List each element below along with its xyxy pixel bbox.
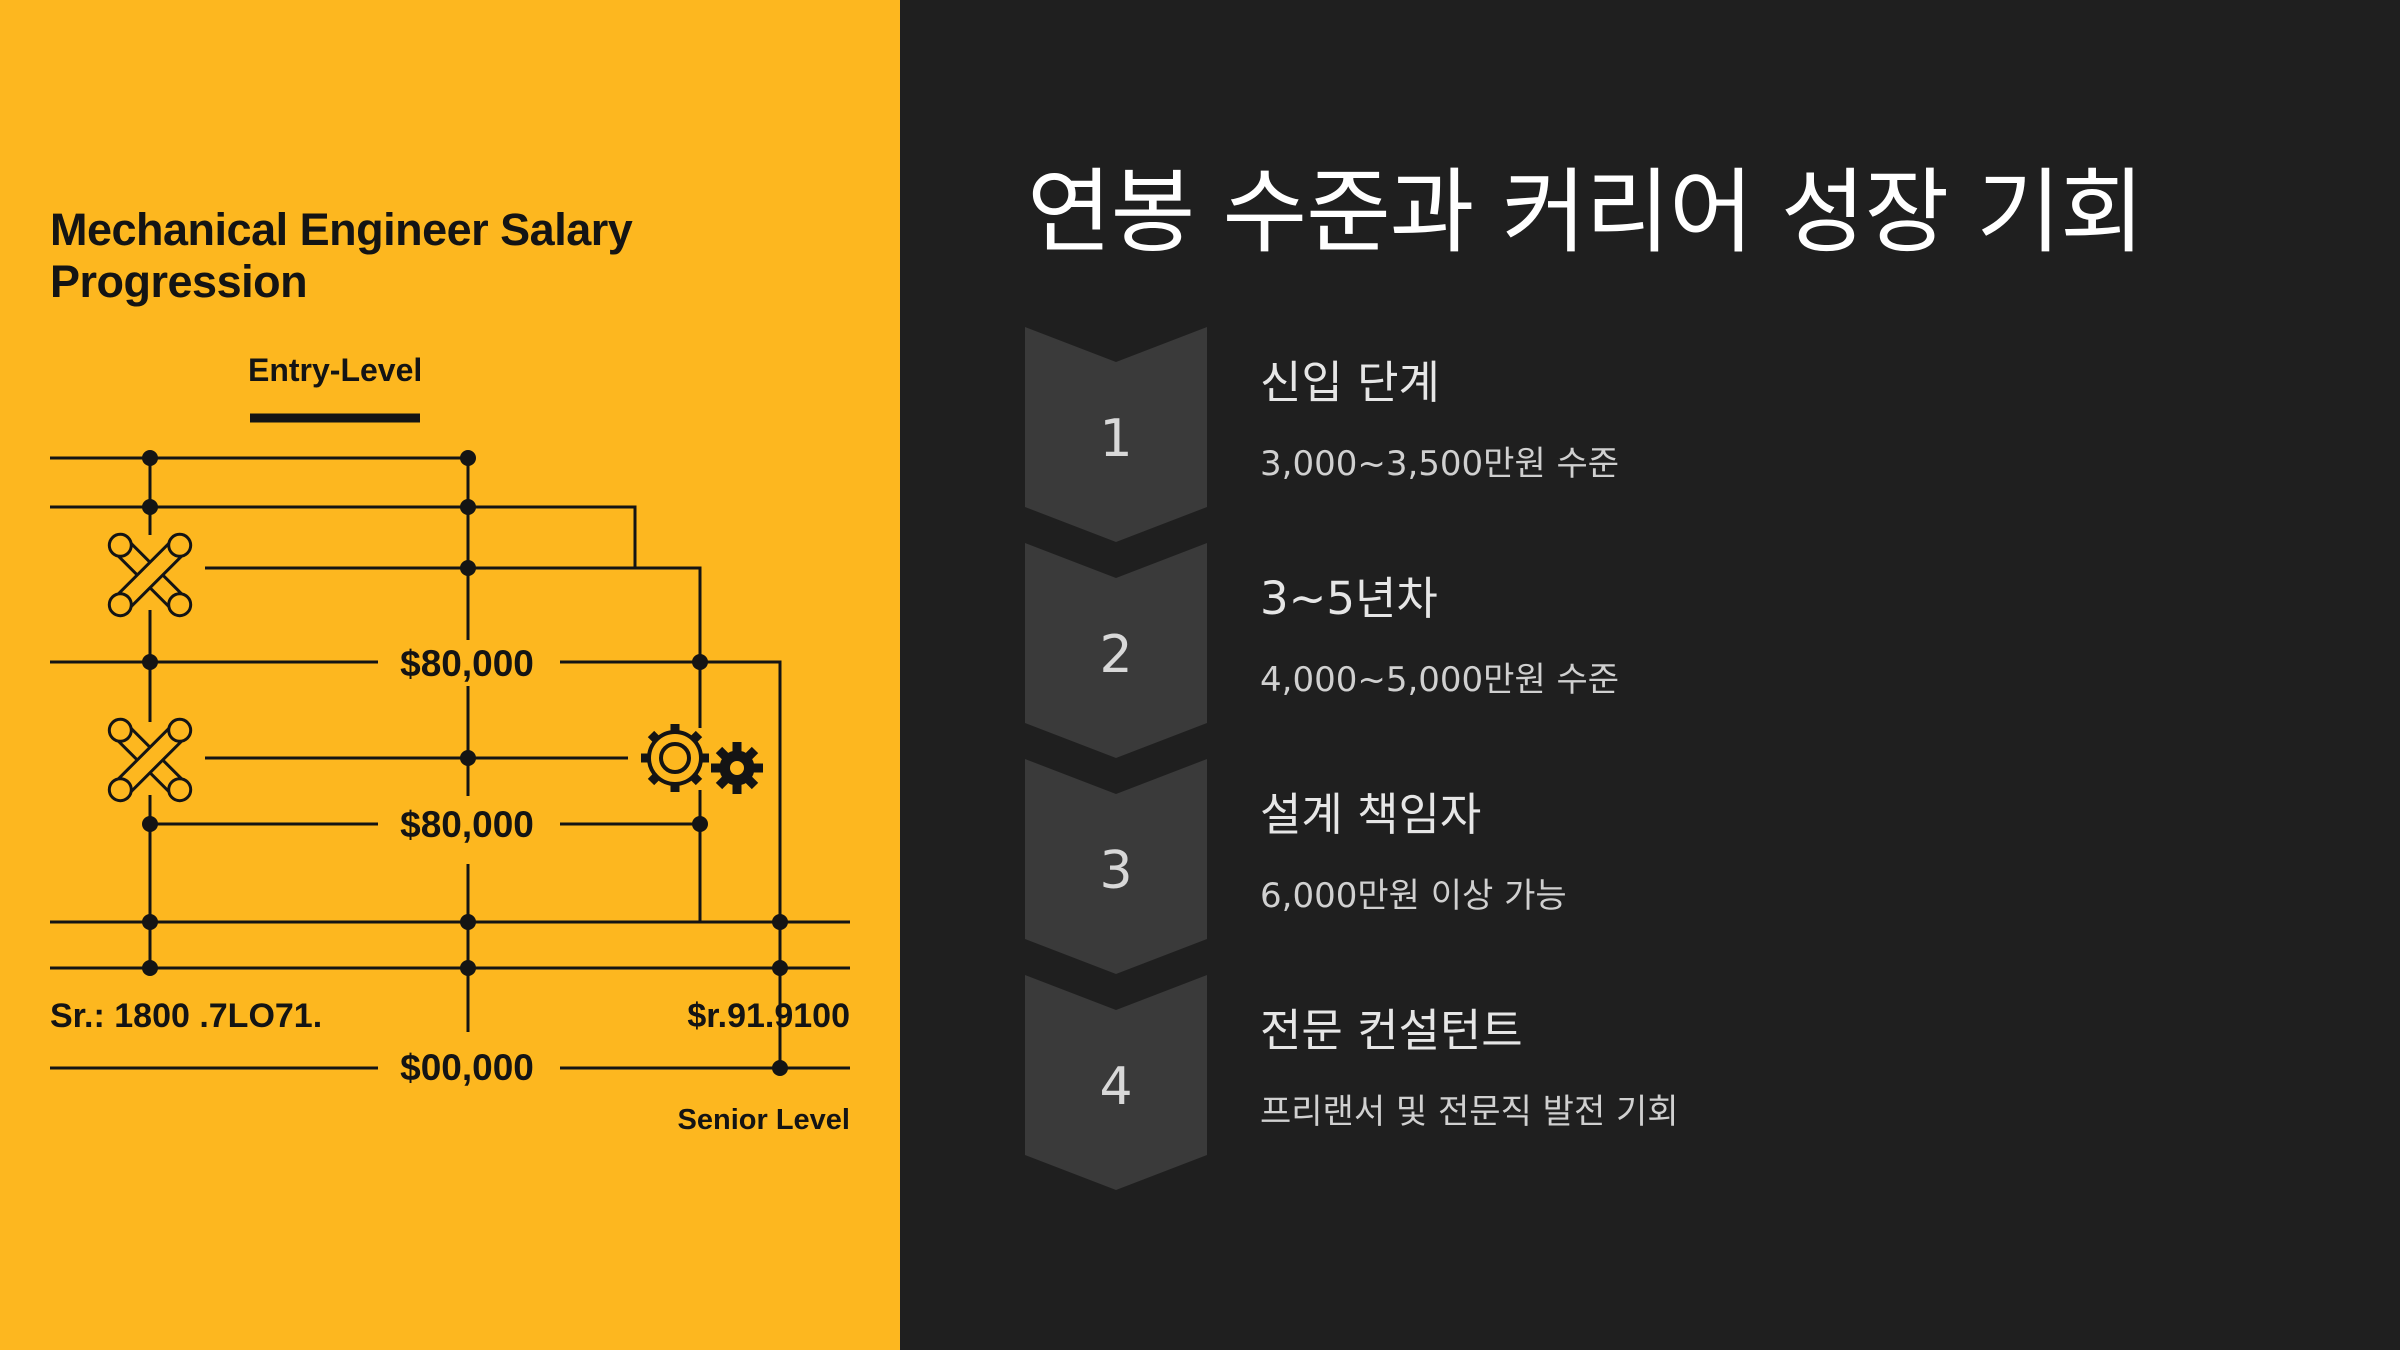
gear-outline-icon (641, 724, 709, 792)
wrench-cross-icon (107, 717, 193, 803)
step-chevron: 3 (1025, 759, 1207, 974)
step-title: 전문 컨설턴트 (1260, 1004, 1523, 1057)
step-number: 1 (1099, 408, 1133, 469)
step-item: 4 전문 컨설턴트 프리랜서 및 전문직 발전 기회 (900, 975, 2400, 1190)
right-note-label: $r.91.9100 (687, 997, 850, 1035)
step-description: 6,000만원 이상 가능 (1260, 876, 1567, 916)
left-note-label: Sr.: 1800 .7LO71. (50, 997, 323, 1035)
step-description: 프리랜서 및 전문직 발전 기회 (1260, 1092, 1679, 1132)
salary-schematic (50, 413, 850, 1076)
step-number: 4 (1099, 1056, 1133, 1117)
step-chevron: 1 (1025, 327, 1207, 542)
step-number: 3 (1099, 840, 1133, 901)
step-description: 3,000~3,500만원 수준 (1260, 444, 1620, 484)
illustration-panel: Mechanical Engineer Salary Progression E… (0, 0, 900, 1350)
salary-label: $80,000 (400, 804, 534, 845)
illustration-title: Mechanical Engineer Salary Progression (50, 204, 633, 307)
step-number: 2 (1099, 624, 1133, 685)
step-chevron: 4 (1025, 975, 1207, 1190)
slide-title: 연봉 수준과 커리어 성장 기회 (1027, 159, 2145, 266)
step-item: 2 3~5년차 4,000~5,000만원 수준 (900, 543, 2400, 758)
step-title: 설계 책임자 (1260, 788, 1482, 841)
step-chevron: 2 (1025, 543, 1207, 758)
step-title: 3~5년차 (1260, 572, 1438, 625)
senior-level-label: Senior Level (677, 1104, 850, 1136)
step-description: 4,000~5,000만원 수준 (1260, 660, 1620, 700)
step-item: 3 설계 책임자 6,000만원 이상 가능 (900, 759, 2400, 974)
content-panel: 연봉 수준과 커리어 성장 기회 1 신입 단계 3,000~3,500만원 수… (900, 0, 2400, 1350)
step-item: 1 신입 단계 3,000~3,500만원 수준 (900, 327, 2400, 542)
salary-label: $00,000 (400, 1047, 534, 1088)
salary-label: $80,000 (400, 643, 534, 684)
step-title: 신입 단계 (1260, 356, 1440, 409)
gear-solid-icon (711, 742, 763, 794)
wrench-cross-icon (107, 532, 193, 618)
entry-level-label: Entry-Level (248, 352, 423, 388)
